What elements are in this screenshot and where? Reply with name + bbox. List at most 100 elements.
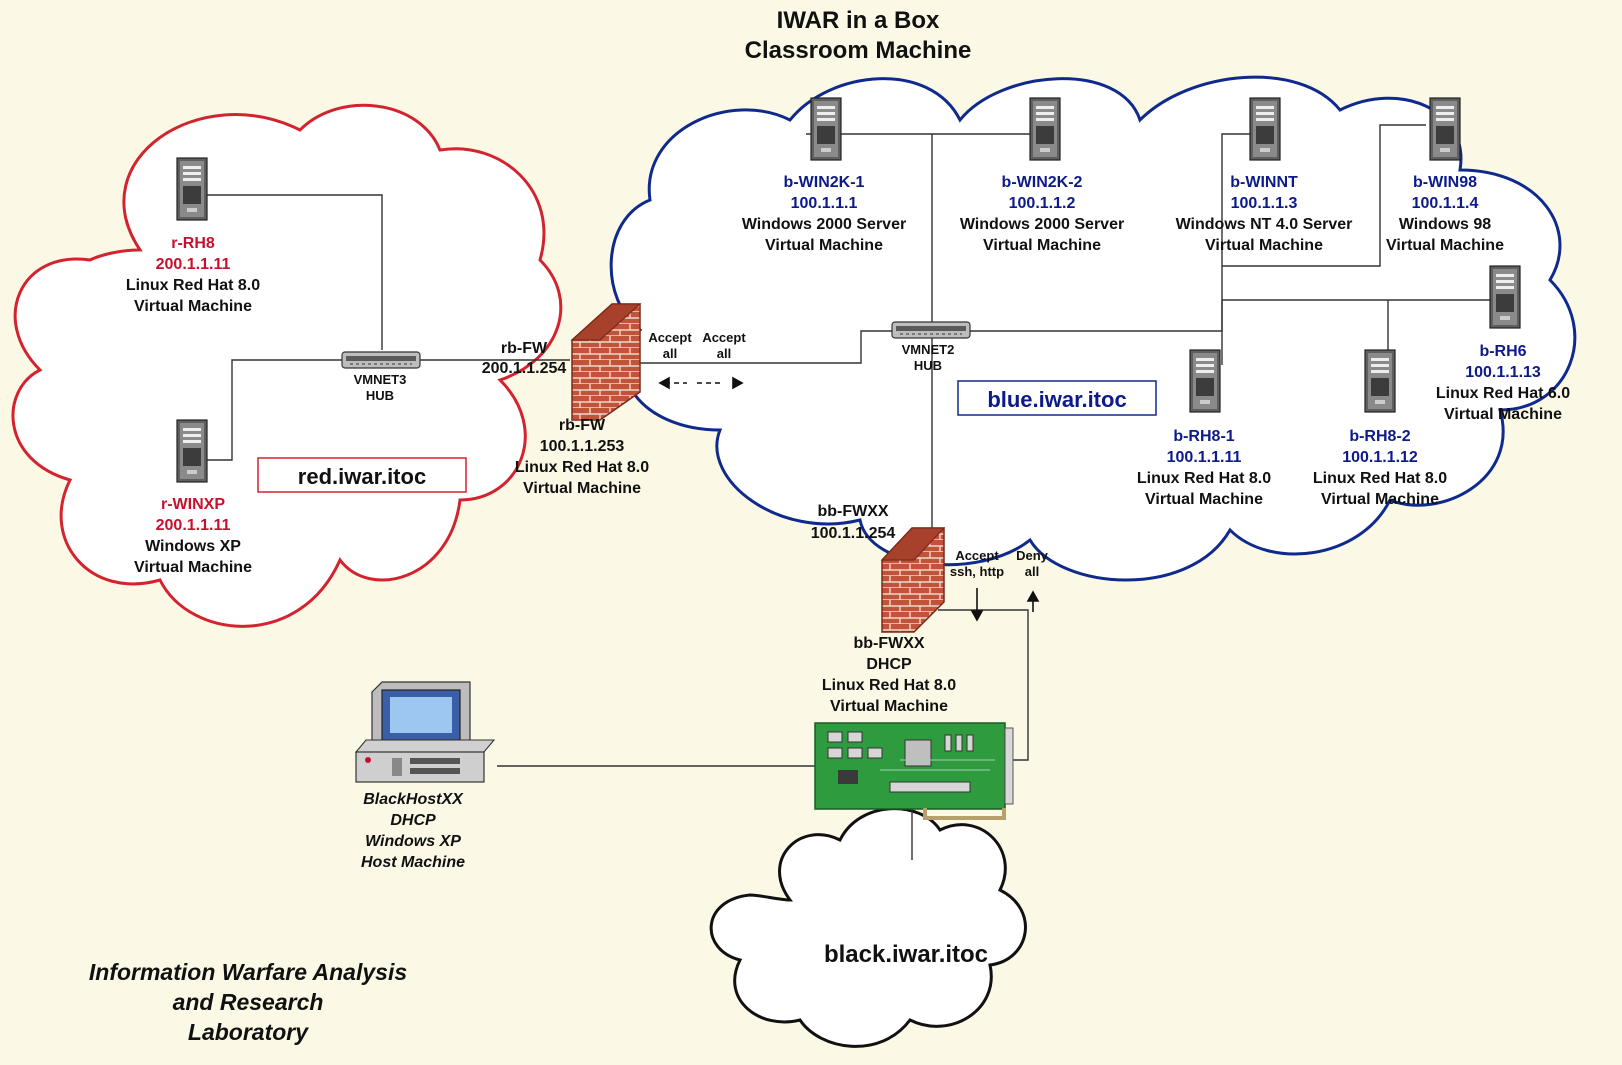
r-rh8-host-label: r-RH8 200.1.1.11 Linux Red Hat 8.0 Virtu… bbox=[126, 235, 260, 315]
host-ip: 100.1.1.13 bbox=[1465, 364, 1541, 381]
host-name: b-RH8-1 bbox=[1173, 428, 1234, 445]
host-os: Windows 2000 Server bbox=[742, 216, 906, 233]
host-name: r-RH8 bbox=[171, 235, 215, 252]
host-name: rb-FW bbox=[559, 417, 606, 434]
host-os: Windows XP bbox=[365, 833, 461, 850]
host-type: Virtual Machine bbox=[1321, 491, 1439, 508]
b-win2k-2-server-icon bbox=[1029, 97, 1061, 161]
b-rh8-2-server-icon bbox=[1364, 349, 1396, 413]
host-os: Linux Red Hat 8.0 bbox=[822, 677, 956, 694]
bb-fw-traffic-arrows bbox=[970, 588, 1040, 622]
host-ip: 100.1.1.1 bbox=[791, 195, 858, 212]
host-os: Windows XP bbox=[145, 538, 241, 555]
vmnet3-hub-name: VMNET3 bbox=[354, 372, 407, 387]
bb-fw-rule-right-action: Deny bbox=[1016, 548, 1049, 563]
host-type: Virtual Machine bbox=[830, 698, 948, 715]
lab-footer: Information Warfare Analysis and Researc… bbox=[89, 959, 407, 1045]
host-ip: 100.1.1.253 bbox=[540, 438, 625, 455]
b-rh6-server-icon bbox=[1489, 265, 1521, 329]
vmnet3-hub-type: HUB bbox=[366, 388, 394, 403]
host-type: Virtual Machine bbox=[523, 480, 641, 497]
footer-line-3: Laboratory bbox=[188, 1019, 309, 1045]
host-type: Virtual Machine bbox=[1145, 491, 1263, 508]
host-name: b-WIN2K-1 bbox=[784, 174, 865, 191]
host-name: b-RH6 bbox=[1479, 343, 1526, 360]
host-type: Virtual Machine bbox=[983, 237, 1101, 254]
b-win98-host-label: b-WIN98 100.1.1.4 Windows 98 Virtual Mac… bbox=[1386, 174, 1504, 254]
host-name: r-WINXP bbox=[161, 496, 225, 513]
host-name: bb-FWXX bbox=[853, 635, 924, 652]
rb-fw-rule-left-action: Accept bbox=[648, 330, 692, 345]
bb-fw-rule-right-scope: all bbox=[1025, 564, 1039, 579]
footer-line-1: Information Warfare Analysis bbox=[89, 959, 407, 985]
black-zone-label: black.iwar.itoc bbox=[824, 941, 988, 968]
b-winnt-server-icon bbox=[1249, 97, 1281, 161]
host-os: Windows 98 bbox=[1399, 216, 1491, 233]
b-win2k-1-server-icon bbox=[810, 97, 842, 161]
host-type: Virtual Machine bbox=[1444, 406, 1562, 423]
b-win2k-1-host-label: b-WIN2K-1 100.1.1.1 Windows 2000 Server … bbox=[742, 174, 906, 254]
network-card-icon bbox=[814, 722, 1014, 820]
host-os: Windows NT 4.0 Server bbox=[1176, 216, 1353, 233]
vmnet3-hub: VMNET3 HUB bbox=[341, 351, 421, 403]
r-rh8-server-icon bbox=[176, 157, 208, 221]
vmnet2-hub-type: HUB bbox=[914, 358, 942, 373]
bb-fw-host-label: bb-FWXX DHCP Linux Red Hat 8.0 Virtual M… bbox=[822, 635, 956, 715]
rb-fw-traffic-arrows bbox=[658, 376, 744, 390]
host-type: Host Machine bbox=[361, 854, 465, 871]
bb-fw-rule-left-scope: ssh, http bbox=[950, 564, 1004, 579]
diagram-title: IWAR in a Box bbox=[777, 7, 940, 34]
b-rh8-2-host-label: b-RH8-2 100.1.1.12 Linux Red Hat 8.0 Vir… bbox=[1313, 428, 1447, 508]
host-ip: 100.1.1.12 bbox=[1342, 449, 1418, 466]
host-name: b-WIN2K-2 bbox=[1002, 174, 1083, 191]
host-name: b-RH8-2 bbox=[1349, 428, 1410, 445]
bb-fw-rules: Accept ssh, http Deny all bbox=[950, 548, 1049, 579]
host-os: Linux Red Hat 8.0 bbox=[515, 459, 649, 476]
host-ip: 100.1.1.11 bbox=[1167, 449, 1242, 466]
bb-fw-outer-ip: 100.1.1.254 bbox=[811, 525, 896, 542]
host-os: Linux Red Hat 6.0 bbox=[1436, 385, 1570, 402]
host-name: b-WIN98 bbox=[1413, 174, 1477, 191]
host-type: Virtual Machine bbox=[765, 237, 883, 254]
host-os: Linux Red Hat 8.0 bbox=[1313, 470, 1447, 487]
bb-fw-outer-label: bb-FWXX 100.1.1.254 bbox=[811, 503, 896, 542]
host-ip: DHCP bbox=[866, 656, 912, 673]
host-type: Virtual Machine bbox=[134, 559, 252, 576]
b-win2k-2-host-label: b-WIN2K-2 100.1.1.2 Windows 2000 Server … bbox=[960, 174, 1124, 254]
bb-fw-outer-name: bb-FWXX bbox=[817, 503, 888, 520]
host-ip: 100.1.1.2 bbox=[1009, 195, 1076, 212]
host-ip: 100.1.1.4 bbox=[1412, 195, 1479, 212]
r-winxp-host-label: r-WINXP 200.1.1.11 Windows XP Virtual Ma… bbox=[134, 496, 252, 576]
host-os: Linux Red Hat 8.0 bbox=[126, 277, 260, 294]
host-ip: DHCP bbox=[390, 812, 436, 829]
footer-line-2: and Research bbox=[173, 989, 324, 1015]
blue-network-cloud bbox=[609, 75, 1577, 582]
rb-fw-host-label: rb-FW 100.1.1.253 Linux Red Hat 8.0 Virt… bbox=[515, 417, 649, 497]
blue-zone-label-box bbox=[957, 380, 1157, 416]
black-network-cloud bbox=[709, 807, 1027, 1048]
host-type: Virtual Machine bbox=[1205, 237, 1323, 254]
b-rh6-host-label: b-RH6 100.1.1.13 Linux Red Hat 6.0 Virtu… bbox=[1436, 343, 1570, 423]
rb-fw-outer-name: rb-FW bbox=[501, 340, 548, 357]
host-name: BlackHostXX bbox=[363, 791, 464, 808]
diagram-subtitle: Classroom Machine bbox=[745, 37, 972, 64]
red-network-cloud bbox=[11, 103, 563, 628]
b-rh8-1-server-icon bbox=[1189, 349, 1221, 413]
host-type: Virtual Machine bbox=[1386, 237, 1504, 254]
rb-fw-rule-right-scope: all bbox=[717, 346, 731, 361]
b-winnt-host-label: b-WINNT 100.1.1.3 Windows NT 4.0 Server … bbox=[1176, 174, 1353, 254]
host-ip: 200.1.1.11 bbox=[156, 517, 231, 534]
rb-fw-rule-right-action: Accept bbox=[702, 330, 746, 345]
rb-fw-firewall bbox=[570, 303, 642, 421]
host-ip: 100.1.1.3 bbox=[1231, 195, 1298, 212]
vmnet2-hub-name: VMNET2 bbox=[902, 342, 955, 357]
host-name: b-WINNT bbox=[1230, 174, 1298, 191]
blackhost-host-label: BlackHostXX DHCP Windows XP Host Machine bbox=[361, 791, 465, 871]
host-os: Windows 2000 Server bbox=[960, 216, 1124, 233]
rb-fw-rule-left-scope: all bbox=[663, 346, 677, 361]
bb-fw-firewall bbox=[880, 527, 946, 633]
rb-fw-outer-ip: 200.1.1.254 bbox=[482, 360, 567, 377]
r-winxp-server-icon bbox=[176, 419, 208, 483]
rb-fw-outer-label: rb-FW 200.1.1.254 bbox=[482, 340, 567, 377]
